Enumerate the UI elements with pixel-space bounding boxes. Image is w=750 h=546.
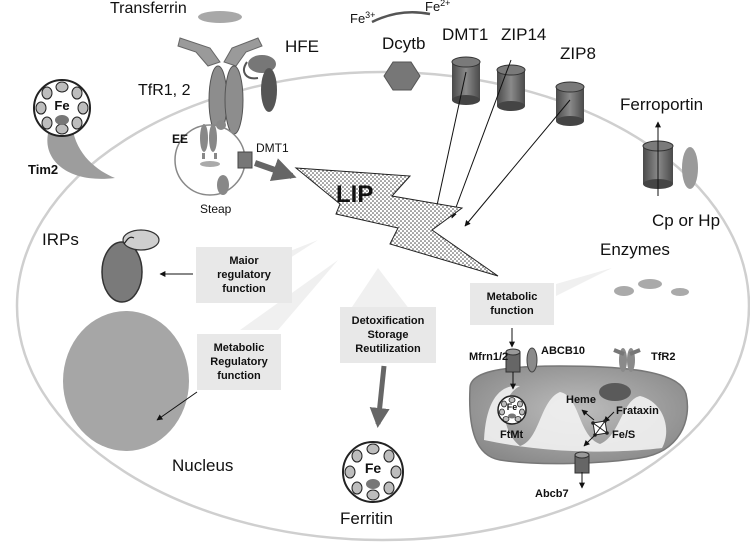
dmt1-transporter-cylinder xyxy=(451,56,481,105)
fes-to-abcb7-arrow xyxy=(583,433,597,447)
dcytb-hexagon xyxy=(383,61,421,91)
tim2-label: Tim2 xyxy=(28,162,58,177)
detox-callout-wedge xyxy=(350,268,410,310)
major-box-line-2: regulatory xyxy=(217,269,272,281)
enzymes-label: Enzymes xyxy=(600,240,670,259)
abcb7-label: Abcb7 xyxy=(535,488,569,500)
nucleus-label: Nucleus xyxy=(172,456,233,475)
abcb10-label: ABCB10 xyxy=(541,345,585,357)
ferritin-fe-label: Fe xyxy=(365,460,382,476)
zip14-label: ZIP14 xyxy=(501,25,546,44)
endosome-receptor-shape xyxy=(200,120,229,195)
mfrn-label: Mfrn1/2 xyxy=(469,351,508,363)
dmt1-label: DMT1 xyxy=(442,25,488,44)
ferritin-cage-icon xyxy=(33,79,91,137)
frataxin-label: Frataxin xyxy=(616,405,659,417)
tfr2-shape xyxy=(613,348,641,372)
major-regulatory-box xyxy=(196,247,292,303)
abcb7-transporter-cylinder xyxy=(574,451,590,474)
frataxin-shape xyxy=(599,383,631,401)
cp-hp-label: Cp or Hp xyxy=(652,211,720,230)
mreg-box-line-3: function xyxy=(217,370,261,382)
zip8-label: ZIP8 xyxy=(560,44,596,63)
endosome-dmt1-cylinder xyxy=(237,151,253,169)
ferritin-label: Ferritin xyxy=(340,509,393,528)
zip14-transporter-cylinder xyxy=(496,64,526,111)
ferritin-cage-icon xyxy=(342,441,404,503)
endosome-to-lip-arrow xyxy=(254,158,297,181)
enzymes-callout-wedge xyxy=(556,268,612,296)
transferrin-label: Transferrin xyxy=(110,0,187,17)
dcytb-label: Dcytb xyxy=(382,34,425,53)
fes-label: Fe/S xyxy=(612,429,635,441)
detox-box-line-1: Detoxification xyxy=(352,315,425,327)
enzyme-shape-3 xyxy=(671,288,689,296)
mitochondrion-cristae xyxy=(484,385,667,452)
detox-storage-box xyxy=(340,307,436,363)
metabolic-regulatory-box xyxy=(197,334,281,390)
fe2-symbol: Fe xyxy=(425,0,440,14)
major-box-line-1: Maior xyxy=(229,255,259,267)
irp-small-shape xyxy=(122,229,160,251)
irp-large-shape xyxy=(101,241,143,303)
fes-to-heme-arrow xyxy=(581,409,595,421)
lip-lightning-icon xyxy=(294,167,499,277)
hfe-label: HFE xyxy=(285,37,319,56)
abcb10-shape xyxy=(526,347,538,373)
hfe-shape xyxy=(243,55,277,112)
detox-to-ferritin-arrow xyxy=(369,365,390,428)
tim2-ferritin-fe-label: Fe xyxy=(54,98,69,113)
dmt1-import-arrow xyxy=(434,71,467,211)
fe2-charge: 2+ xyxy=(440,0,450,8)
heme-label: Heme xyxy=(566,394,596,406)
tfr2-label: TfR2 xyxy=(651,351,675,363)
nucleus-shape xyxy=(63,311,189,451)
mreg-box-line-2: Regulatory xyxy=(210,356,268,368)
fe3-label: Fe3+ xyxy=(350,10,375,26)
metabolic-function-box xyxy=(470,283,554,325)
fe3-charge: 3+ xyxy=(365,10,375,20)
detox-box-line-3: Reutilization xyxy=(355,343,421,355)
irp-link-shape xyxy=(123,236,135,245)
lip-label: LIP xyxy=(336,181,373,208)
tfr12-label: TfR1, 2 xyxy=(138,82,191,99)
mreg-box-line-1: Metabolic xyxy=(214,342,265,354)
ferroportin-label: Ferroportin xyxy=(620,95,703,114)
endosome-dmt1-label: DMT1 xyxy=(256,141,289,155)
irps-label: IRPs xyxy=(42,230,79,249)
transferrin-shape xyxy=(198,11,242,23)
zip8-import-arrow xyxy=(464,99,571,227)
enzyme-shape-1 xyxy=(614,286,634,296)
fe2-label: Fe2+ xyxy=(425,0,450,14)
fe3-symbol: Fe xyxy=(350,11,365,26)
steap-label: Steap xyxy=(200,202,232,216)
fes-cluster-icon xyxy=(591,419,609,437)
ee-label: EE xyxy=(172,132,188,146)
major-box-line-3: function xyxy=(222,283,266,295)
enzyme-shape-2 xyxy=(638,279,662,289)
metab-box-line-2: function xyxy=(490,305,534,317)
mreg-to-nucleus-arrow xyxy=(156,391,198,421)
ftmt-fe-label: Fe xyxy=(507,402,518,412)
dcytb-reduction-arc xyxy=(371,11,431,24)
ferritin-cage-icon xyxy=(497,395,527,425)
tfr-receptor-shape xyxy=(177,37,263,135)
metab-box-line-1: Metabolic xyxy=(487,291,538,303)
detox-box-line-2: Storage xyxy=(368,329,409,341)
ftmt-label: FtMt xyxy=(500,429,524,441)
cp-hp-shape xyxy=(682,147,698,189)
zip8-transporter-cylinder xyxy=(555,81,585,126)
zip14-import-arrow xyxy=(451,59,512,219)
